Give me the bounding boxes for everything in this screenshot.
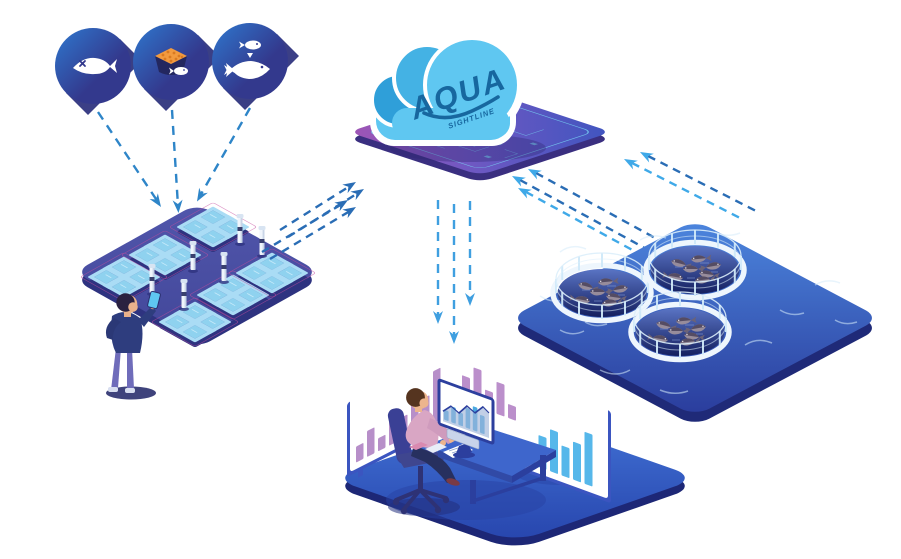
flow-cloud-to-analyst (436, 200, 472, 336)
paper (425, 443, 447, 453)
flow-tanks-to-cloud (261, 184, 359, 261)
flow-pens-to-cloud (519, 154, 759, 266)
feed-pellets (161, 50, 184, 63)
pink-pad (409, 442, 428, 450)
phone (147, 290, 161, 310)
fish-feed-icon (133, 24, 209, 100)
land-tank-farm (79, 201, 317, 400)
big-fish (224, 61, 270, 79)
fish-mortality-icon (55, 28, 131, 104)
x-eye (79, 60, 86, 67)
analyst-workstation (345, 350, 685, 546)
down-arrow-glyph (247, 53, 253, 58)
shoe (446, 478, 460, 486)
chart-board-right (452, 350, 611, 503)
flow-icons-to-tanks (97, 107, 252, 207)
cloud: AQUA SIGHTLINE (366, 32, 525, 146)
cloud-platform: AQUA SIGHTLINE (355, 32, 605, 181)
feed-fish (169, 67, 188, 75)
water-ripples (539, 231, 858, 394)
keyboard (446, 428, 480, 450)
small-fish (239, 40, 261, 50)
worker-with-phone (105, 290, 161, 400)
metric-icons (55, 23, 299, 115)
desktop-monitor (437, 378, 495, 459)
fish-growth-icon (212, 23, 288, 99)
monitor-area-chart (443, 405, 489, 438)
brand-swoosh (422, 95, 500, 120)
bar-chart-blue (527, 429, 593, 487)
sea-pen-farm (518, 224, 872, 422)
